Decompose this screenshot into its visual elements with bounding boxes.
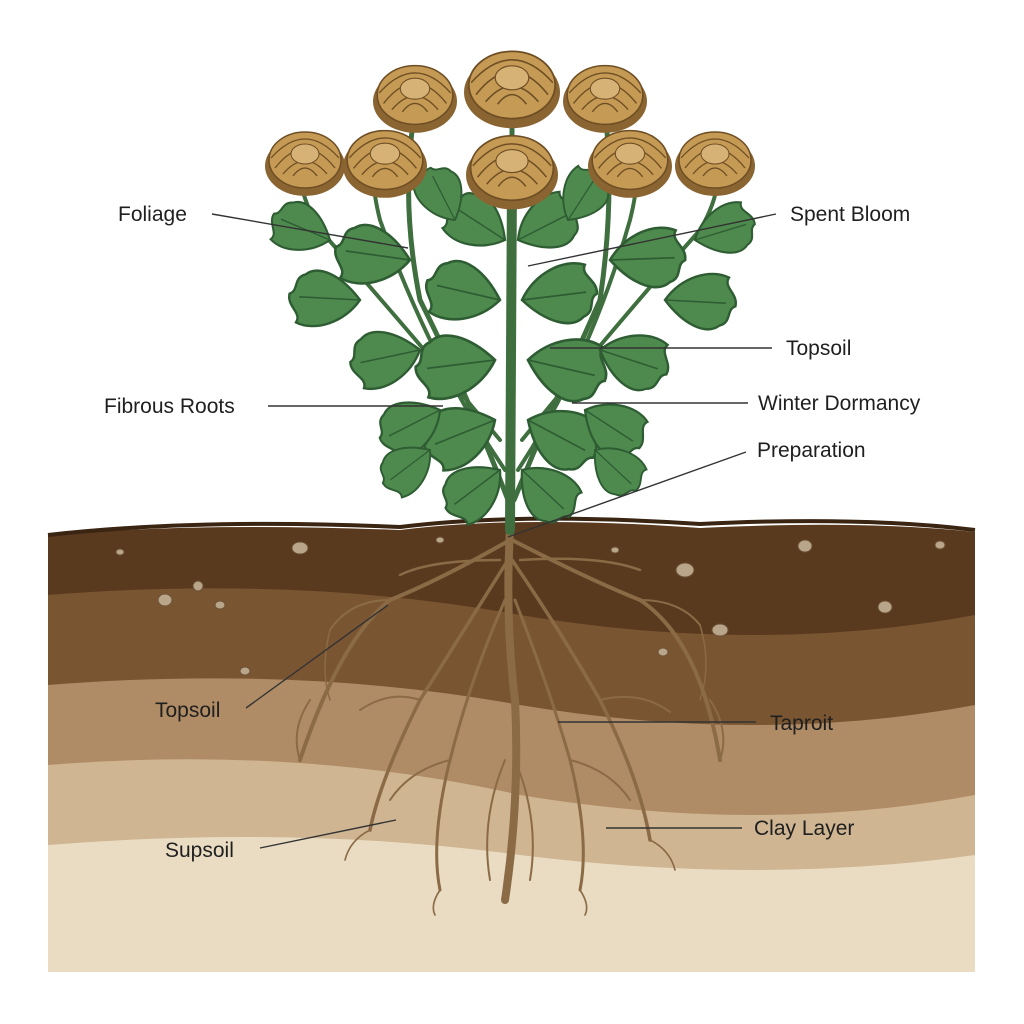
- root-system: [295, 526, 725, 916]
- leader-supsoil: [259, 819, 397, 849]
- label-clay-layer: Clay Layer: [754, 817, 855, 840]
- leader-lines: [211, 213, 777, 849]
- label-foliage: Foliage: [118, 203, 187, 226]
- label-spent-bloom: Spent Bloom: [790, 203, 911, 226]
- leader-preparation: [507, 451, 747, 538]
- label-preparation: Preparation: [757, 439, 866, 462]
- label-topsoil-upper: Topsoil: [786, 337, 852, 360]
- leader-topsoil-lower: [245, 604, 389, 709]
- label-winter-dormancy: Winter Dormancy: [758, 392, 921, 415]
- leader-spent-bloom: [527, 213, 777, 267]
- leader-foliage: [211, 213, 409, 249]
- label-taproit: Taproit: [770, 712, 834, 735]
- label-topsoil-lower: Topsoil: [155, 699, 221, 722]
- label-fibrous-roots: Fibrous Roots: [104, 395, 235, 418]
- label-supsoil: Supsoil: [165, 839, 234, 862]
- soil-band-light: [48, 673, 975, 815]
- soil-profile: [47, 516, 976, 972]
